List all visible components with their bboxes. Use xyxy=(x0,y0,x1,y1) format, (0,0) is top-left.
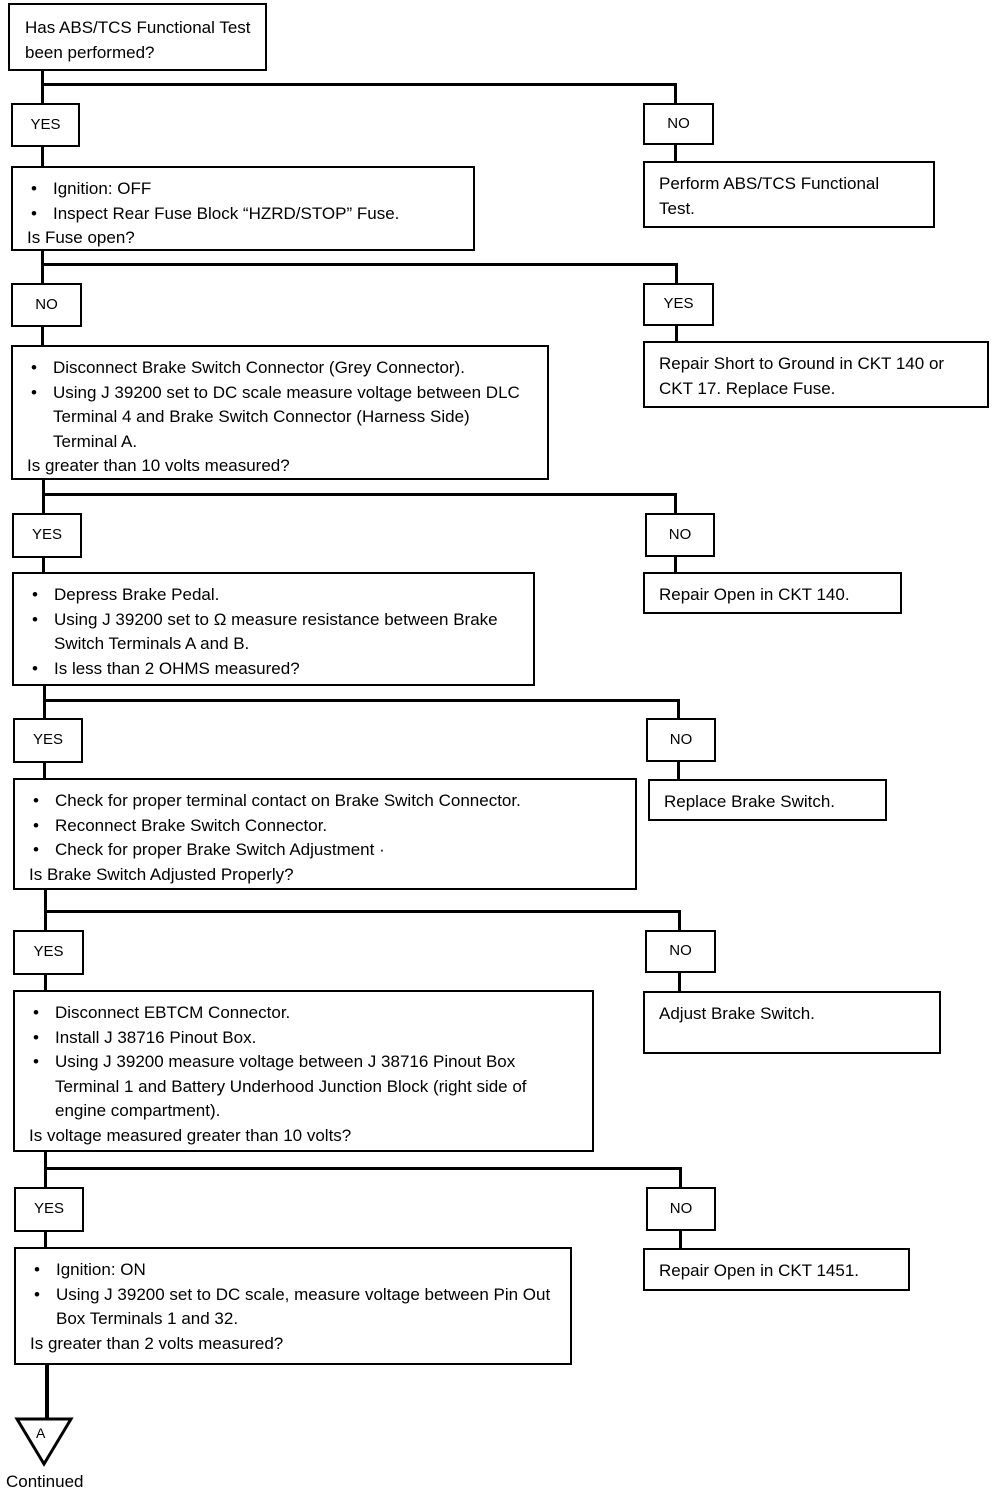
bullet-item: Using J 39200 set to DC scale measure vo… xyxy=(27,381,533,455)
no-label: NO xyxy=(11,283,82,327)
step5-action-box: Adjust Brake Switch. xyxy=(643,991,941,1054)
step-question: Is Fuse open? xyxy=(27,228,135,247)
connector-line xyxy=(42,557,45,573)
step4-instruction-box: Check for proper terminal contact on Bra… xyxy=(13,778,637,890)
bullet-item: Install J 38716 Pinout Box. xyxy=(29,1026,578,1051)
yes-label: YES xyxy=(11,103,80,147)
connector-line xyxy=(42,479,45,513)
connector-line xyxy=(674,144,677,162)
connector-line xyxy=(43,699,679,702)
connector-line xyxy=(41,263,677,266)
bullet-list: Ignition: OFF Inspect Rear Fuse Block “H… xyxy=(27,177,459,226)
step-question: Is Brake Switch Adjusted Properly? xyxy=(29,864,294,884)
connector-line xyxy=(45,1364,49,1420)
action-text: Adjust Brake Switch. xyxy=(659,1004,815,1023)
action-text: Repair Open in CKT 140. xyxy=(659,585,850,604)
step6-instruction-box: Ignition: ON Using J 39200 set to DC sca… xyxy=(14,1247,572,1365)
connector-line xyxy=(41,70,44,103)
bullet-item: Using J 39200 measure voltage between J … xyxy=(29,1050,578,1124)
bullet-item: Ignition: OFF xyxy=(27,177,459,202)
bullet-list: Ignition: ON Using J 39200 set to DC sca… xyxy=(30,1258,556,1332)
start-question-box: Has ABS/TCS Functional Test been perform… xyxy=(8,3,267,71)
bullet-item: Disconnect Brake Switch Connector (Grey … xyxy=(27,356,533,381)
step-question: Is greater than 10 volts measured? xyxy=(27,456,290,475)
connector-line xyxy=(41,250,44,283)
bullet-item: Check for proper Brake Switch Adjustment… xyxy=(29,838,621,863)
connector-line xyxy=(678,972,681,992)
start-question: Has ABS/TCS Functional Test been perform… xyxy=(25,18,251,62)
step2-action-box: Repair Short to Ground in CKT 140 or CKT… xyxy=(643,341,989,408)
step-question: Is voltage measured greater than 10 volt… xyxy=(29,1125,352,1145)
step1-action-box: Perform ABS/TCS Functional Test. xyxy=(643,161,935,228)
yes-label: YES xyxy=(13,930,84,975)
bullet-item: Check for proper terminal contact on Bra… xyxy=(29,789,621,814)
yes-label: YES xyxy=(14,1187,84,1232)
offpage-connector-icon xyxy=(14,1417,74,1467)
step6-action-box: Repair Open in CKT 1451. xyxy=(643,1248,910,1291)
step5-instruction-box: Disconnect EBTCM Connector. Install J 38… xyxy=(13,990,594,1152)
connector-line xyxy=(44,1231,47,1248)
connector-line xyxy=(44,1167,681,1170)
step2-instruction-box: Disconnect Brake Switch Connector (Grey … xyxy=(11,345,549,480)
connector-letter: A xyxy=(36,1425,46,1441)
connector-line xyxy=(44,889,47,930)
step1-instruction-box: Ignition: OFF Inspect Rear Fuse Block “H… xyxy=(11,166,475,251)
yes-label: YES xyxy=(643,283,714,326)
connector-line xyxy=(41,146,44,166)
connector-line xyxy=(678,910,681,930)
bullet-item: Is less than 2 OHMS measured? xyxy=(28,657,519,682)
connector-line xyxy=(41,83,675,86)
step3-action-box: Repair Open in CKT 140. xyxy=(643,572,902,614)
connector-line xyxy=(674,83,677,103)
bullet-item: Reconnect Brake Switch Connector. xyxy=(29,814,621,839)
bullet-item: Using J 39200 set to DC scale, measure v… xyxy=(30,1283,556,1332)
action-text: Repair Short to Ground in CKT 140 or CKT… xyxy=(659,354,945,398)
connector-line xyxy=(677,761,680,780)
step-question: Is greater than 2 volts measured? xyxy=(30,1333,284,1353)
action-text: Repair Open in CKT 1451. xyxy=(659,1261,860,1280)
bullet-item: Inspect Rear Fuse Block “HZRD/STOP” Fuse… xyxy=(27,202,459,227)
step3-instruction-box: Depress Brake Pedal. Using J 39200 set t… xyxy=(12,572,535,686)
connector-line xyxy=(674,556,677,573)
no-label: NO xyxy=(646,1187,716,1231)
connector-line xyxy=(44,974,47,991)
yes-label: YES xyxy=(13,718,83,763)
no-label: NO xyxy=(646,718,716,762)
bullet-list: Disconnect Brake Switch Connector (Grey … xyxy=(27,356,533,454)
action-text: Perform ABS/TCS Functional Test. xyxy=(659,174,880,218)
bullet-list: Depress Brake Pedal. Using J 39200 set t… xyxy=(28,583,519,681)
connector-line xyxy=(674,493,677,513)
no-label: NO xyxy=(645,930,716,973)
step4-action-box: Replace Brake Switch. xyxy=(648,779,887,821)
connector-line xyxy=(42,493,676,496)
bullet-item: Using J 39200 set to Ω measure resistanc… xyxy=(28,608,519,657)
connector-line xyxy=(679,1230,682,1248)
bullet-item: Disconnect EBTCM Connector. xyxy=(29,1001,578,1026)
connector-line xyxy=(43,762,46,779)
connector-line xyxy=(41,326,44,346)
connector-line xyxy=(677,699,680,718)
bullet-item: Ignition: ON xyxy=(30,1258,556,1283)
connector-line xyxy=(679,1167,682,1188)
connector-line xyxy=(44,910,680,913)
continued-label: Continued xyxy=(6,1472,84,1491)
connector-line xyxy=(675,325,678,342)
yes-label: YES xyxy=(12,513,82,558)
bullet-item: Depress Brake Pedal. xyxy=(28,583,519,608)
connector-line xyxy=(675,263,678,283)
no-label: NO xyxy=(643,103,714,145)
action-text: Replace Brake Switch. xyxy=(664,792,836,811)
bullet-list: Check for proper terminal contact on Bra… xyxy=(29,789,621,863)
bullet-list: Disconnect EBTCM Connector. Install J 38… xyxy=(29,1001,578,1124)
no-label: NO xyxy=(645,513,715,557)
